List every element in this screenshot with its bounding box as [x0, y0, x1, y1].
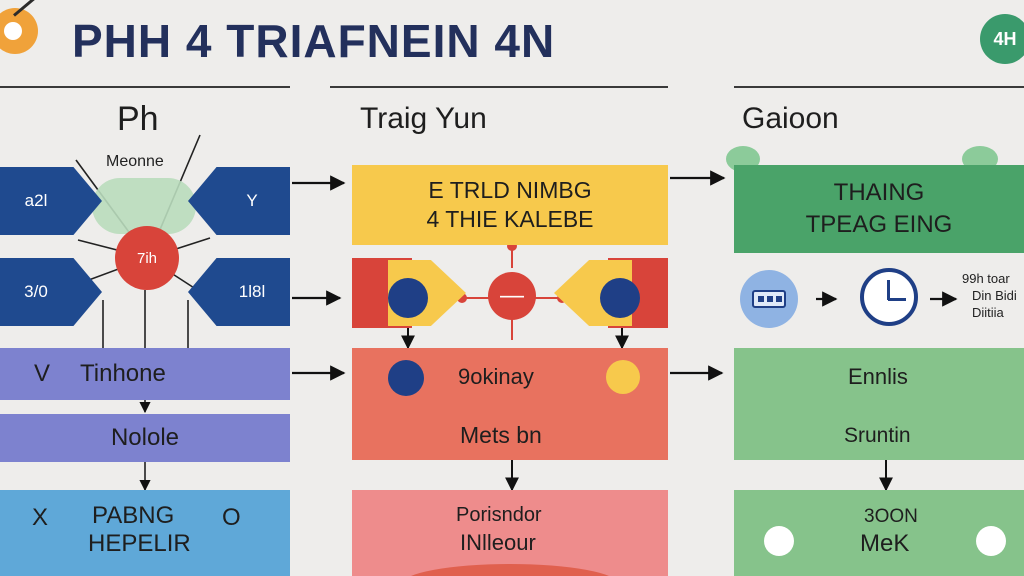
- left-bottom-o: O: [222, 504, 241, 531]
- right-bottom-box[interactable]: 3OON MeK: [734, 490, 1024, 576]
- left-band-1-prefix: V: [34, 360, 51, 387]
- middle-top-line1: E TRLD NIMBG: [428, 177, 592, 203]
- middle-bottom-box[interactable]: Porisndor INlleour: [352, 490, 668, 576]
- left-bottom-box[interactable]: X O PABNG HEPELIR: [0, 490, 290, 576]
- middle-bottom-arc: [402, 564, 618, 576]
- right-band[interactable]: Ennlis Sruntin: [734, 348, 1024, 460]
- middle-center-node[interactable]: —: [488, 272, 536, 320]
- middle-bottom-line1: Porisndor: [456, 504, 542, 526]
- middle-band-2-label: Mets bn: [460, 422, 542, 448]
- left-band-1[interactable]: V Tinhone: [0, 348, 290, 400]
- left-box-mid-right[interactable]: 1l8l: [188, 258, 290, 326]
- left-box-mid-left[interactable]: 3/0: [0, 258, 102, 326]
- logo-icon: [0, 0, 40, 54]
- column-header-middle: Traig Yun: [360, 102, 487, 135]
- middle-right-dot: [600, 278, 640, 318]
- header-rule-left: [0, 86, 290, 88]
- left-bottom-x: X: [32, 504, 49, 531]
- middle-top-line2: 4 THIE KALEBE: [426, 206, 594, 232]
- right-top-line1: THAING: [833, 179, 925, 206]
- left-box-top-left[interactable]: a2l: [0, 167, 102, 235]
- column-header-right: Gaioon: [742, 102, 839, 135]
- middle-band-1-label: 9okinay: [458, 364, 534, 389]
- left-box-mid-right-label: 1l8l: [238, 282, 266, 301]
- middle-top-box[interactable]: E TRLD NIMBG 4 THIE KALEBE: [352, 165, 668, 245]
- right-band-1-label: Ennlis: [848, 364, 908, 389]
- hub-cloud-shape: [92, 178, 196, 234]
- right-side-line3: Diitiia: [972, 305, 1004, 320]
- left-box-top-right-label: Y: [246, 191, 258, 210]
- left-band-2[interactable]: Nolole: [0, 414, 290, 462]
- hub-node[interactable]: 7ih: [115, 226, 179, 290]
- hub-node-label: 7ih: [136, 249, 158, 267]
- left-bottom-line2: HEPELIR: [88, 530, 191, 557]
- right-side-line2: Din Bidi: [972, 288, 1017, 303]
- hub-label: Meonne: [106, 153, 164, 170]
- left-band-1-label: Tinhone: [80, 360, 166, 387]
- header-rule-middle: [330, 86, 668, 88]
- page-title: PHH 4 TRIAFNEIN 4N: [72, 15, 556, 67]
- right-side-text: 99h toar Din Bidi Diitiia: [962, 270, 1024, 321]
- middle-band-dot-yellow: [606, 360, 640, 394]
- column-header-left: Ph: [117, 100, 159, 138]
- right-top-line2: TPEAG EING: [805, 211, 953, 238]
- right-bottom-pin-left: [764, 526, 794, 556]
- badge-label: 4H: [993, 28, 1017, 49]
- middle-band-dot-navy: [388, 360, 424, 396]
- right-bottom-pin-right: [976, 526, 1006, 556]
- left-bottom-line1: PABNG: [92, 502, 175, 529]
- middle-center-node-label: —: [500, 282, 524, 309]
- right-bottom-line2: MeK: [860, 530, 910, 557]
- header-rule-right: [734, 86, 1024, 88]
- left-box-mid-left-label: 3/0: [24, 282, 48, 301]
- left-box-top-left-label: a2l: [24, 191, 48, 210]
- left-band-2-label: Nolole: [110, 424, 180, 451]
- middle-left-dot: [388, 278, 428, 318]
- middle-bottom-line2: INlleour: [460, 530, 536, 555]
- right-bus-icon[interactable]: [740, 270, 798, 328]
- right-bottom-line1: 3OON: [864, 506, 918, 527]
- left-box-top-right[interactable]: Y: [188, 167, 290, 235]
- badge-icon: 4H: [980, 14, 1024, 64]
- right-clock-icon[interactable]: [860, 268, 918, 326]
- right-side-line1: 99h toar: [962, 271, 1010, 286]
- right-band-2-label: Sruntin: [844, 424, 911, 447]
- right-top-box[interactable]: THAING TPEAG EING: [734, 165, 1024, 253]
- middle-band[interactable]: 9okinay Mets bn: [352, 348, 668, 460]
